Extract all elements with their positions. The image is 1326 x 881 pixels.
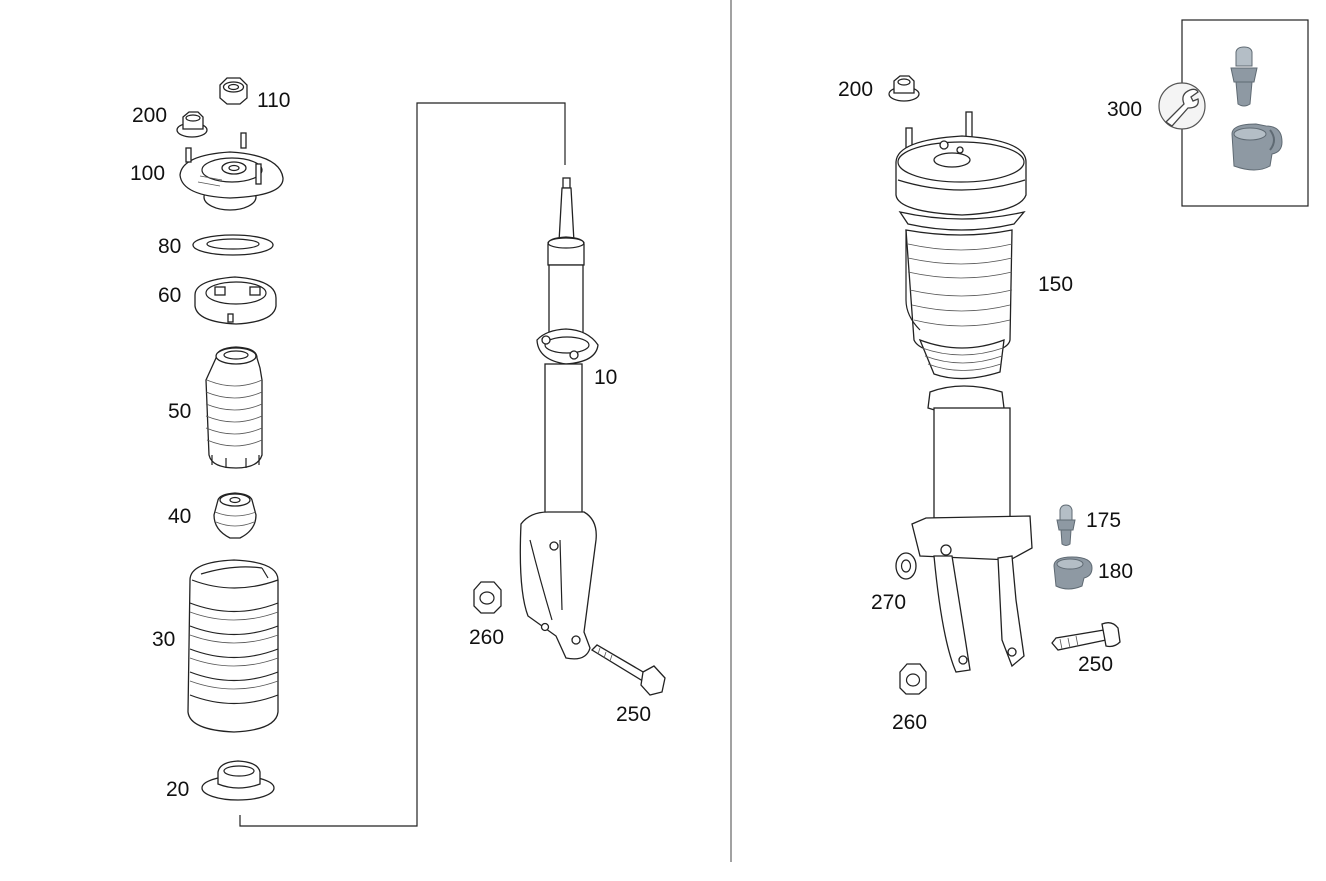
label-part-260: 260 xyxy=(469,626,504,649)
label-part-270: 270 xyxy=(871,591,906,614)
part-175-valve[interactable] xyxy=(1056,504,1076,546)
part-80-washer[interactable] xyxy=(192,234,274,256)
label-part-260-right: 260 xyxy=(892,711,927,734)
label-part-250-right: 250 xyxy=(1078,653,1113,676)
part-250-bolt-right[interactable] xyxy=(1051,622,1121,651)
part-60-spring-seat[interactable] xyxy=(194,276,277,325)
label-part-50: 50 xyxy=(168,400,191,423)
assembly-connector-line xyxy=(239,102,566,827)
label-part-30: 30 xyxy=(152,628,175,651)
part-20-lower-seat[interactable] xyxy=(201,760,275,801)
label-part-60: 60 xyxy=(158,284,181,307)
part-40-bump-stop[interactable] xyxy=(213,492,257,539)
part-260-nut-right[interactable] xyxy=(899,663,927,695)
label-part-250: 250 xyxy=(616,703,651,726)
part-150-air-strut[interactable] xyxy=(895,111,1033,673)
part-260-nut-left[interactable] xyxy=(473,581,502,614)
label-part-110: 110 xyxy=(257,89,290,112)
part-250-bolt-left[interactable] xyxy=(590,644,666,696)
part-30-coil-spring[interactable] xyxy=(187,559,279,733)
part-50-dust-boot[interactable] xyxy=(205,346,263,469)
label-part-40: 40 xyxy=(168,505,191,528)
label-part-20: 20 xyxy=(166,778,189,801)
label-part-150: 150 xyxy=(1038,273,1073,296)
label-part-200-right: 200 xyxy=(838,78,873,101)
part-200-flange-nut[interactable] xyxy=(176,111,208,138)
part-200-flange-nut-right[interactable] xyxy=(888,75,920,102)
part-300-tool-set[interactable] xyxy=(1158,19,1309,207)
label-part-100: 100 xyxy=(130,162,165,185)
part-100-top-mount[interactable] xyxy=(179,132,284,211)
label-part-180: 180 xyxy=(1098,560,1133,583)
part-110-nut[interactable] xyxy=(219,77,248,105)
label-part-10: 10 xyxy=(594,366,617,389)
part-10-shock-absorber[interactable] xyxy=(519,177,599,660)
part-180-cap[interactable] xyxy=(1053,556,1093,590)
label-part-300: 300 xyxy=(1107,98,1142,121)
label-part-200: 200 xyxy=(132,104,167,127)
label-part-80: 80 xyxy=(158,235,181,258)
part-270-seal[interactable] xyxy=(895,552,917,580)
wrench-icon xyxy=(1158,82,1206,130)
label-part-175: 175 xyxy=(1086,509,1121,532)
